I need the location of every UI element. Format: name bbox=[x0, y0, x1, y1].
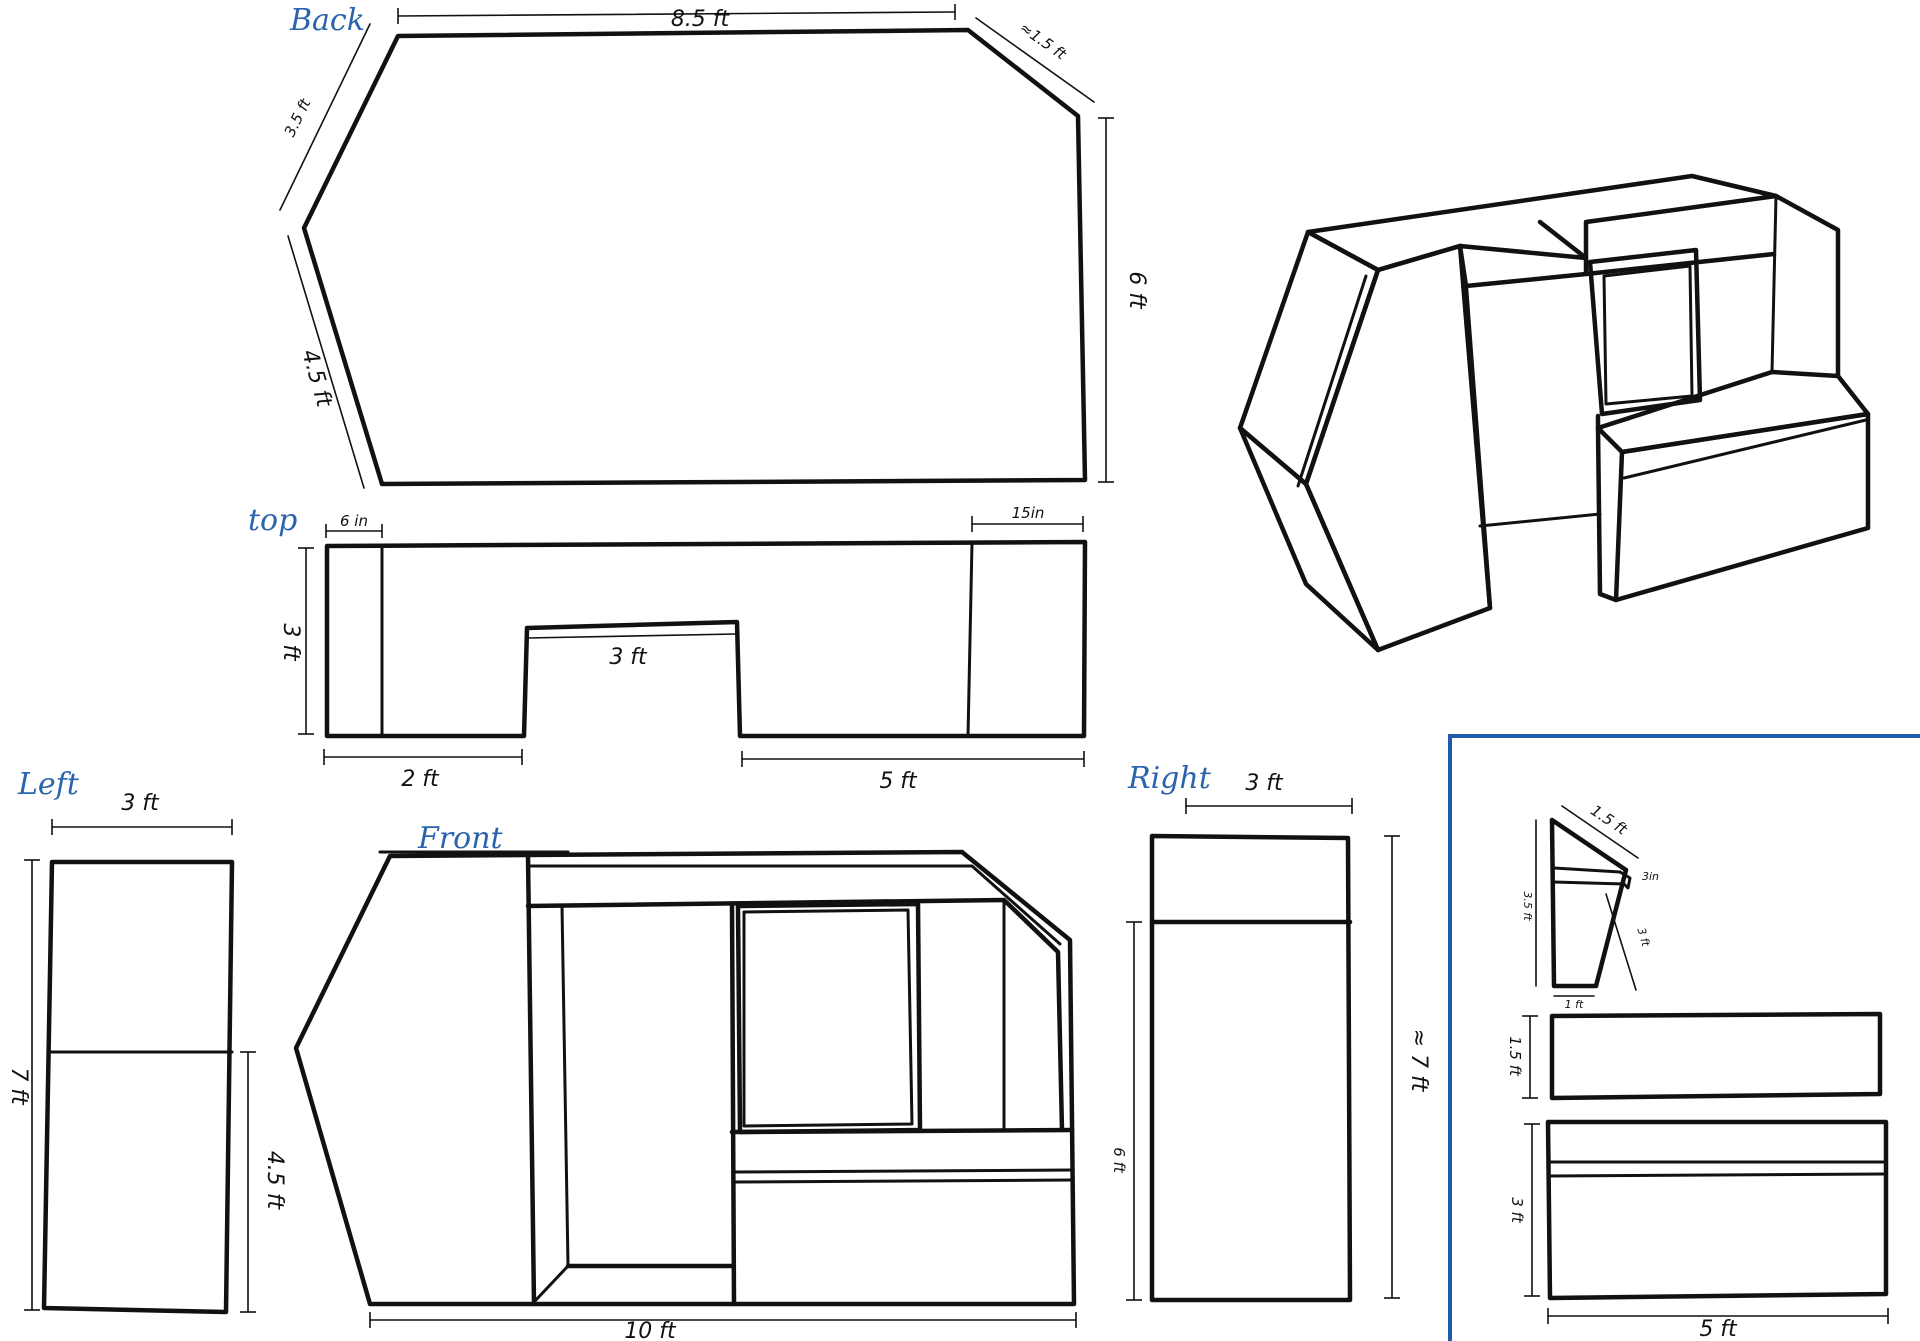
front-outline bbox=[293, 849, 1077, 1307]
left-outline bbox=[41, 859, 235, 1315]
top-notch-label: 3 ft bbox=[609, 645, 648, 670]
front-width-label: 10 ft bbox=[624, 1319, 677, 1341]
right-lower-label: 6 ft bbox=[1110, 1147, 1128, 1174]
left-title: Left bbox=[17, 767, 80, 802]
back-view: Back 8.5 ft ≈1.5 ft 3.5 ft 4.5 ft 6 ft bbox=[279, 3, 1149, 489]
left-height-label: 7 ft bbox=[6, 1067, 31, 1106]
back-bevel-label: ≈1.5 ft bbox=[1016, 19, 1070, 64]
detail-slope-side-label: 3 ft bbox=[1635, 926, 1653, 948]
left-width-label: 3 ft bbox=[121, 791, 160, 816]
isometric-view bbox=[1237, 173, 1871, 653]
right-width-label: 3 ft bbox=[1245, 771, 1284, 796]
back-width-label: 8.5 ft bbox=[671, 7, 731, 32]
detail-bench-top-label: 1.5 ft bbox=[1506, 1036, 1524, 1077]
left-lower-label: 4.5 ft bbox=[262, 1151, 287, 1211]
detail-side-label: 3.5 ft bbox=[1521, 891, 1534, 921]
back-upper-left-label: 3.5 ft bbox=[281, 95, 315, 140]
top-title: top bbox=[248, 503, 297, 538]
detail-bench-front-label: 3 ft bbox=[1508, 1197, 1526, 1224]
detail-small-label: 3in bbox=[1642, 870, 1659, 883]
detail-frame bbox=[1448, 734, 1920, 1341]
top-right-run-label: 5 ft bbox=[879, 769, 918, 794]
detail-slope-top-label: 1.5 ft bbox=[1587, 801, 1631, 839]
right-outline bbox=[1149, 833, 1353, 1303]
left-view: Left 3 ft 7 ft 4.5 ft bbox=[6, 767, 287, 1315]
front-window bbox=[735, 901, 923, 1135]
right-view: Right 3 ft ≈ 7 ft 6 ft bbox=[1110, 761, 1431, 1303]
front-view: Front 10 ft bbox=[293, 821, 1077, 1341]
back-title: Back bbox=[289, 3, 365, 38]
top-left-strip-label: 6 in bbox=[340, 512, 368, 530]
back-outline bbox=[301, 27, 1088, 487]
back-height-label: 6 ft bbox=[1124, 271, 1149, 310]
detail-bench-front bbox=[1545, 1119, 1889, 1301]
top-view: top 3 ft 6 in 15in 3 ft 2 ft 5 ft bbox=[248, 503, 1088, 794]
detail-base-label: 1 ft bbox=[1565, 998, 1584, 1011]
detail-panel: 1.5 ft 3in 3.5 ft 3 ft 1 ft 1.5 ft 3 ft … bbox=[1448, 734, 1920, 1341]
top-outline bbox=[324, 539, 1088, 739]
detail-bench-width-label: 5 ft bbox=[1699, 1317, 1738, 1341]
right-height-label: ≈ 7 ft bbox=[1406, 1029, 1431, 1093]
detail-seat-side bbox=[1549, 817, 1629, 989]
top-depth-label: 3 ft bbox=[278, 623, 303, 662]
detail-bench-top bbox=[1549, 1011, 1883, 1101]
top-left-run-label: 2 ft bbox=[401, 767, 440, 792]
top-right-strip-label: 15in bbox=[1012, 504, 1045, 522]
right-title: Right bbox=[1127, 761, 1212, 796]
front-title: Front bbox=[417, 821, 504, 856]
